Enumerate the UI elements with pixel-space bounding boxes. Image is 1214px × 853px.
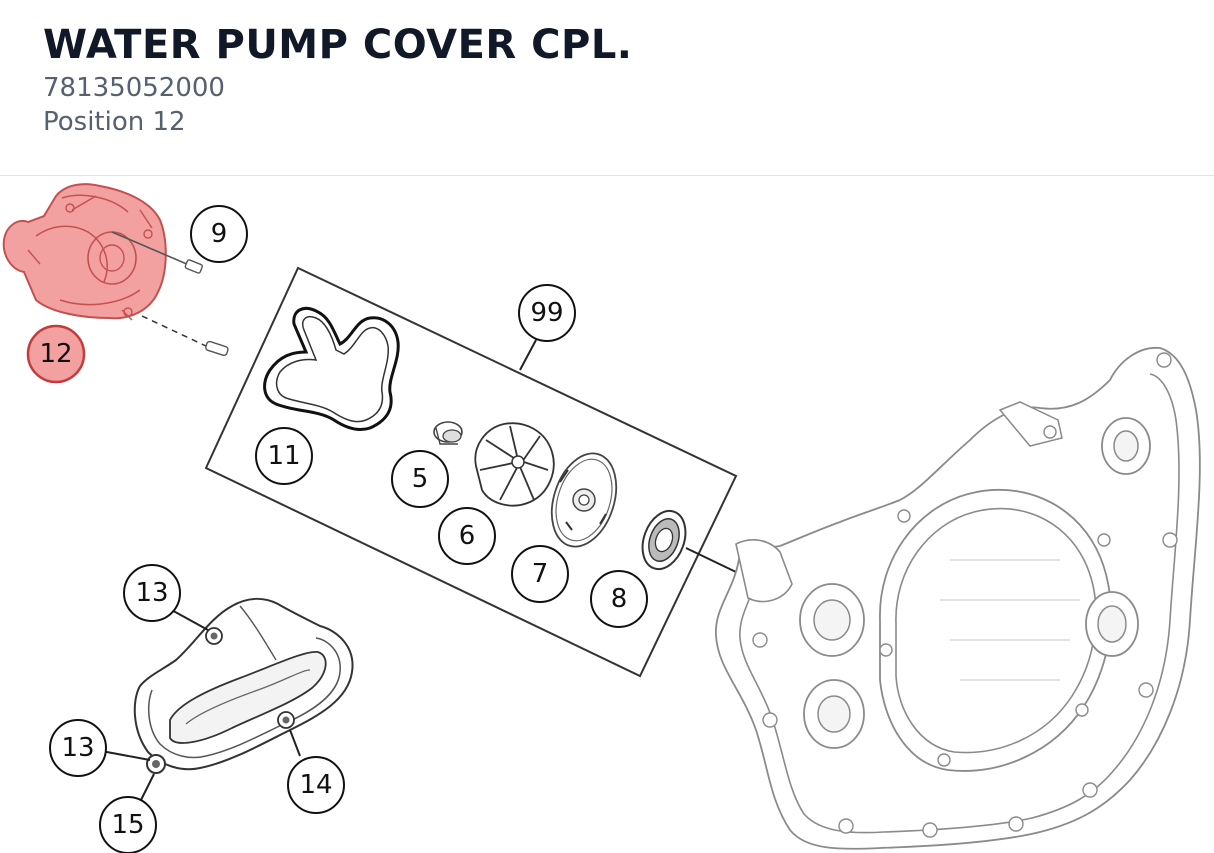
callout-12[interactable]: 12 xyxy=(26,324,86,384)
exploded-parts-diagram: 9 12 99 11 5 6 7 8 13 13 14 15 xyxy=(2,183,1201,853)
svg-text:13: 13 xyxy=(61,733,94,763)
part-number: 78135052000 xyxy=(43,73,225,103)
bearing-8[interactable] xyxy=(635,505,693,575)
water-pump-cover-lower[interactable] xyxy=(133,598,354,774)
part-title: WATER PUMP COVER CPL. xyxy=(43,22,633,68)
svg-text:8: 8 xyxy=(611,584,628,614)
callout-13-lower[interactable]: 13 xyxy=(49,719,107,777)
callout-14[interactable]: 14 xyxy=(287,756,345,814)
header-divider xyxy=(0,175,1214,176)
callout-5[interactable]: 5 xyxy=(391,450,449,508)
callout-15[interactable]: 15 xyxy=(99,796,157,853)
callout-6[interactable]: 6 xyxy=(438,507,496,565)
part-header: WATER PUMP COVER CPL. 78135052000 Positi… xyxy=(0,0,1214,176)
svg-text:6: 6 xyxy=(459,521,476,551)
clutch-cover[interactable] xyxy=(715,347,1201,850)
callout-9[interactable]: 9 xyxy=(190,205,248,263)
callout-99[interactable]: 99 xyxy=(518,284,576,342)
gasket-11[interactable] xyxy=(263,307,400,432)
svg-text:12: 12 xyxy=(39,339,72,369)
bushing-5[interactable] xyxy=(433,421,463,445)
svg-text:11: 11 xyxy=(267,441,300,471)
svg-text:9: 9 xyxy=(211,219,228,249)
svg-text:5: 5 xyxy=(412,464,429,494)
dowel-pin[interactable] xyxy=(141,315,229,357)
svg-text:15: 15 xyxy=(111,810,144,840)
bolt-9[interactable] xyxy=(111,231,204,274)
callout-13-upper[interactable]: 13 xyxy=(123,564,181,622)
svg-text:13: 13 xyxy=(135,578,168,608)
svg-text:7: 7 xyxy=(532,559,549,589)
part-position: Position 12 xyxy=(43,107,186,137)
seal-7[interactable] xyxy=(541,445,628,555)
callout-7[interactable]: 7 xyxy=(511,545,569,603)
bearing-axis-line xyxy=(685,547,737,573)
kit-frame-99 xyxy=(204,266,738,678)
svg-text:99: 99 xyxy=(530,298,563,328)
callout-8[interactable]: 8 xyxy=(590,570,648,628)
water-pump-cover-highlighted[interactable] xyxy=(2,183,167,321)
callout-11[interactable]: 11 xyxy=(255,427,313,485)
svg-text:14: 14 xyxy=(299,770,332,800)
impeller-6[interactable] xyxy=(474,422,555,507)
